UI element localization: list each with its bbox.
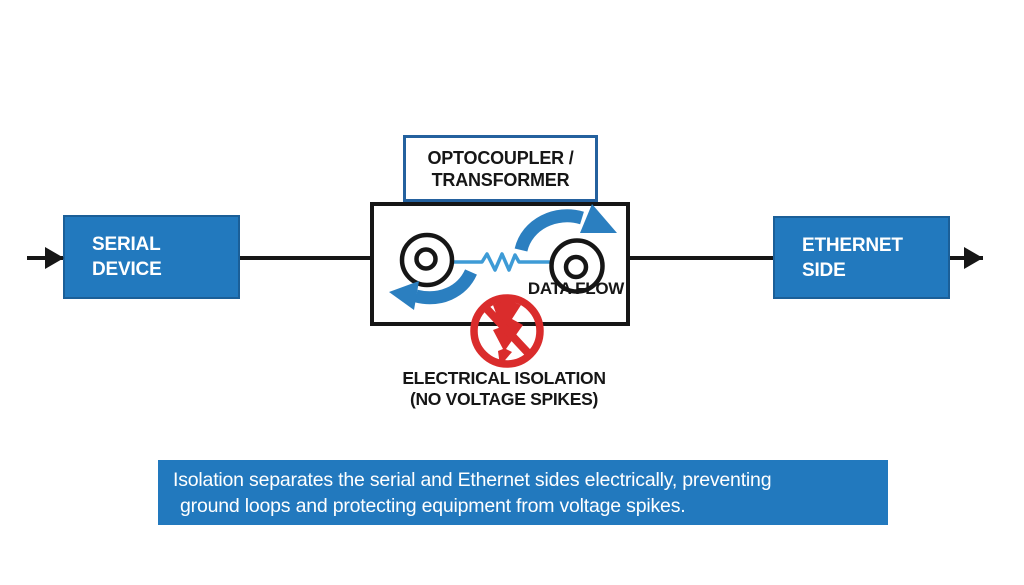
isolation-component-box	[370, 202, 630, 326]
ethernet-side-box: ETHERNET SIDE	[773, 216, 950, 299]
ethernet-side-label-line2: SIDE	[802, 259, 846, 281]
explanation-banner: Isolation separates the serial and Ether…	[158, 460, 888, 525]
serial-device-label-line1: SERIAL	[92, 234, 161, 255]
serial-device-box: SERIAL DEVICE	[63, 215, 240, 299]
ethernet-side-label-line1: ETHERNET	[802, 234, 903, 256]
banner-line1: Isolation separates the serial and Ether…	[173, 469, 772, 491]
flow-arrow-right-icon	[964, 247, 983, 269]
optocoupler-label-line1: OPTOCOUPLER /	[427, 147, 574, 168]
banner-line2: ground loops and protecting equipment fr…	[180, 495, 686, 517]
serial-device-label-line2: DEVICE	[92, 259, 162, 280]
flow-arrow-left-icon	[45, 247, 64, 269]
electrical-isolation-caption: ELECTRICAL ISOLATION (NO VOLTAGE SPIKES)	[374, 368, 634, 410]
caption-line1: ELECTRICAL ISOLATION	[402, 368, 606, 388]
optocoupler-label-box: OPTOCOUPLER / TRANSFORMER	[403, 135, 598, 202]
optocoupler-label-line2: TRANSFORMER	[431, 169, 570, 190]
data-flow-label: DATA FLOW	[527, 279, 624, 298]
caption-line2: (NO VOLTAGE SPIKES)	[409, 389, 599, 409]
